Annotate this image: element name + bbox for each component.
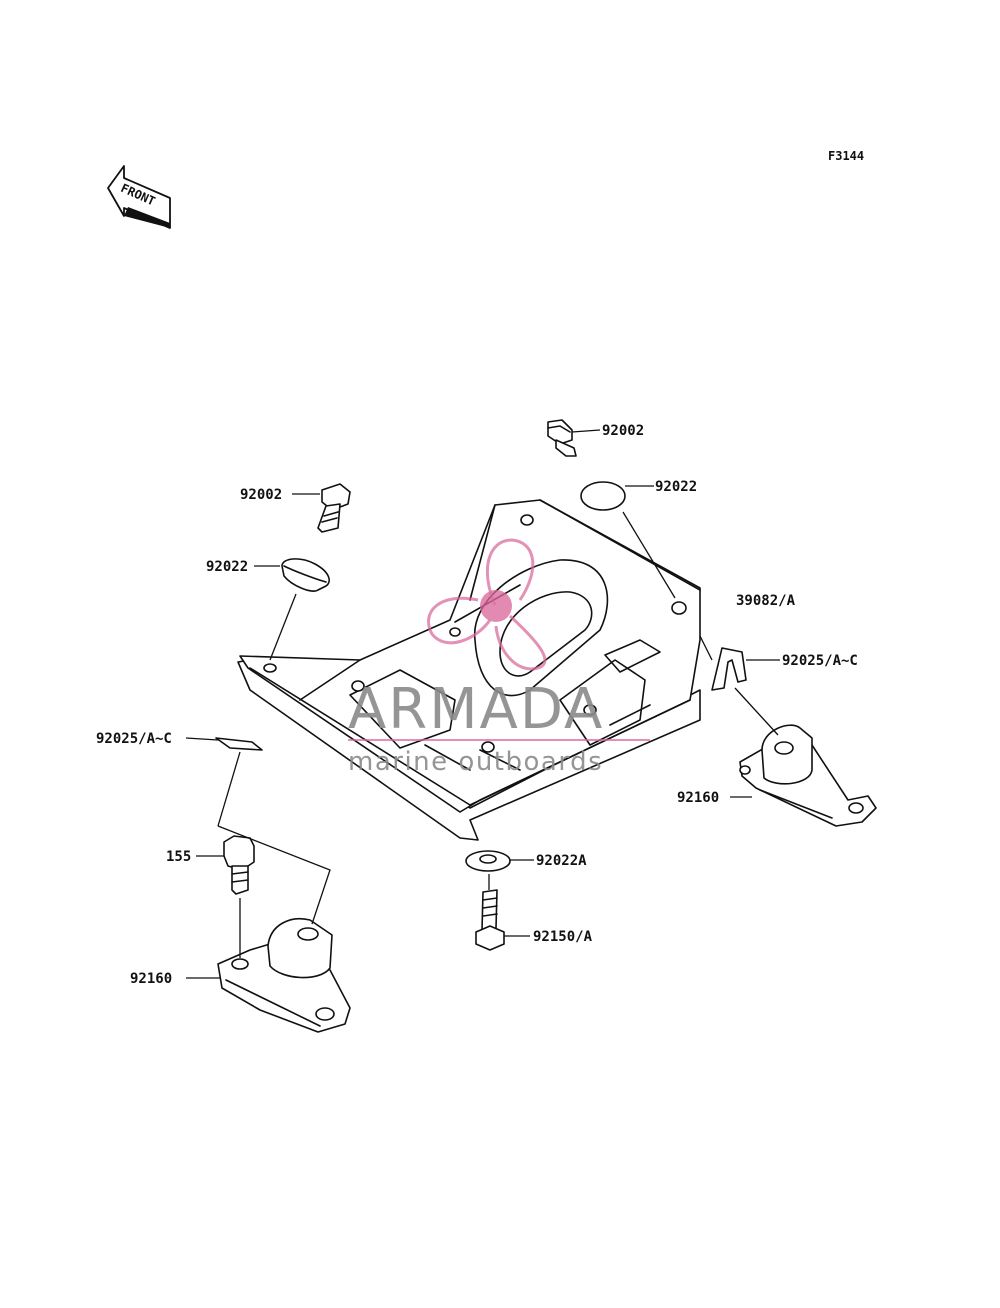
bolt-155 xyxy=(223,835,255,895)
bolt-92002-right xyxy=(547,419,577,457)
callout-92160-left: 92160 xyxy=(130,971,172,987)
shim-92025-right xyxy=(711,647,747,691)
propeller-logo-icon xyxy=(427,538,547,671)
engine-mount-92160-right xyxy=(739,724,877,827)
callout-155: 155 xyxy=(166,849,191,865)
callout-39082a: 39082/A xyxy=(736,593,796,609)
shim-92025-left xyxy=(215,737,263,751)
watermark-brand: ARMADA xyxy=(348,677,604,742)
washer-92022-left xyxy=(281,558,330,592)
callout-92025-left: 92025/A~C xyxy=(96,731,172,747)
callout-92022-top: 92022 xyxy=(655,479,697,495)
callout-92160-right: 92160 xyxy=(677,790,719,806)
watermark-tagline: marine outboards xyxy=(348,747,603,777)
engine-mount-92160-left xyxy=(217,918,351,1033)
callout-92022a: 92022A xyxy=(536,853,587,869)
bolt-92150a xyxy=(475,889,505,951)
diagram-code: F3144 xyxy=(828,149,864,163)
washer-92022-right xyxy=(580,481,626,511)
callout-92002-top: 92002 xyxy=(602,423,644,439)
armada-watermark: ARMADA marine outboards xyxy=(348,538,650,777)
engine-bed-plate xyxy=(237,499,701,841)
front-arrow-icon: FRONT xyxy=(107,165,171,229)
leader-lines xyxy=(185,429,780,979)
bolt-92002-left xyxy=(317,483,351,533)
callout-92150a: 92150/A xyxy=(533,929,593,945)
callout-92025-right: 92025/A~C xyxy=(782,653,858,669)
callout-92022-left: 92022 xyxy=(206,559,248,575)
washer-92022a xyxy=(465,850,511,872)
callout-92002-left: 92002 xyxy=(240,487,282,503)
